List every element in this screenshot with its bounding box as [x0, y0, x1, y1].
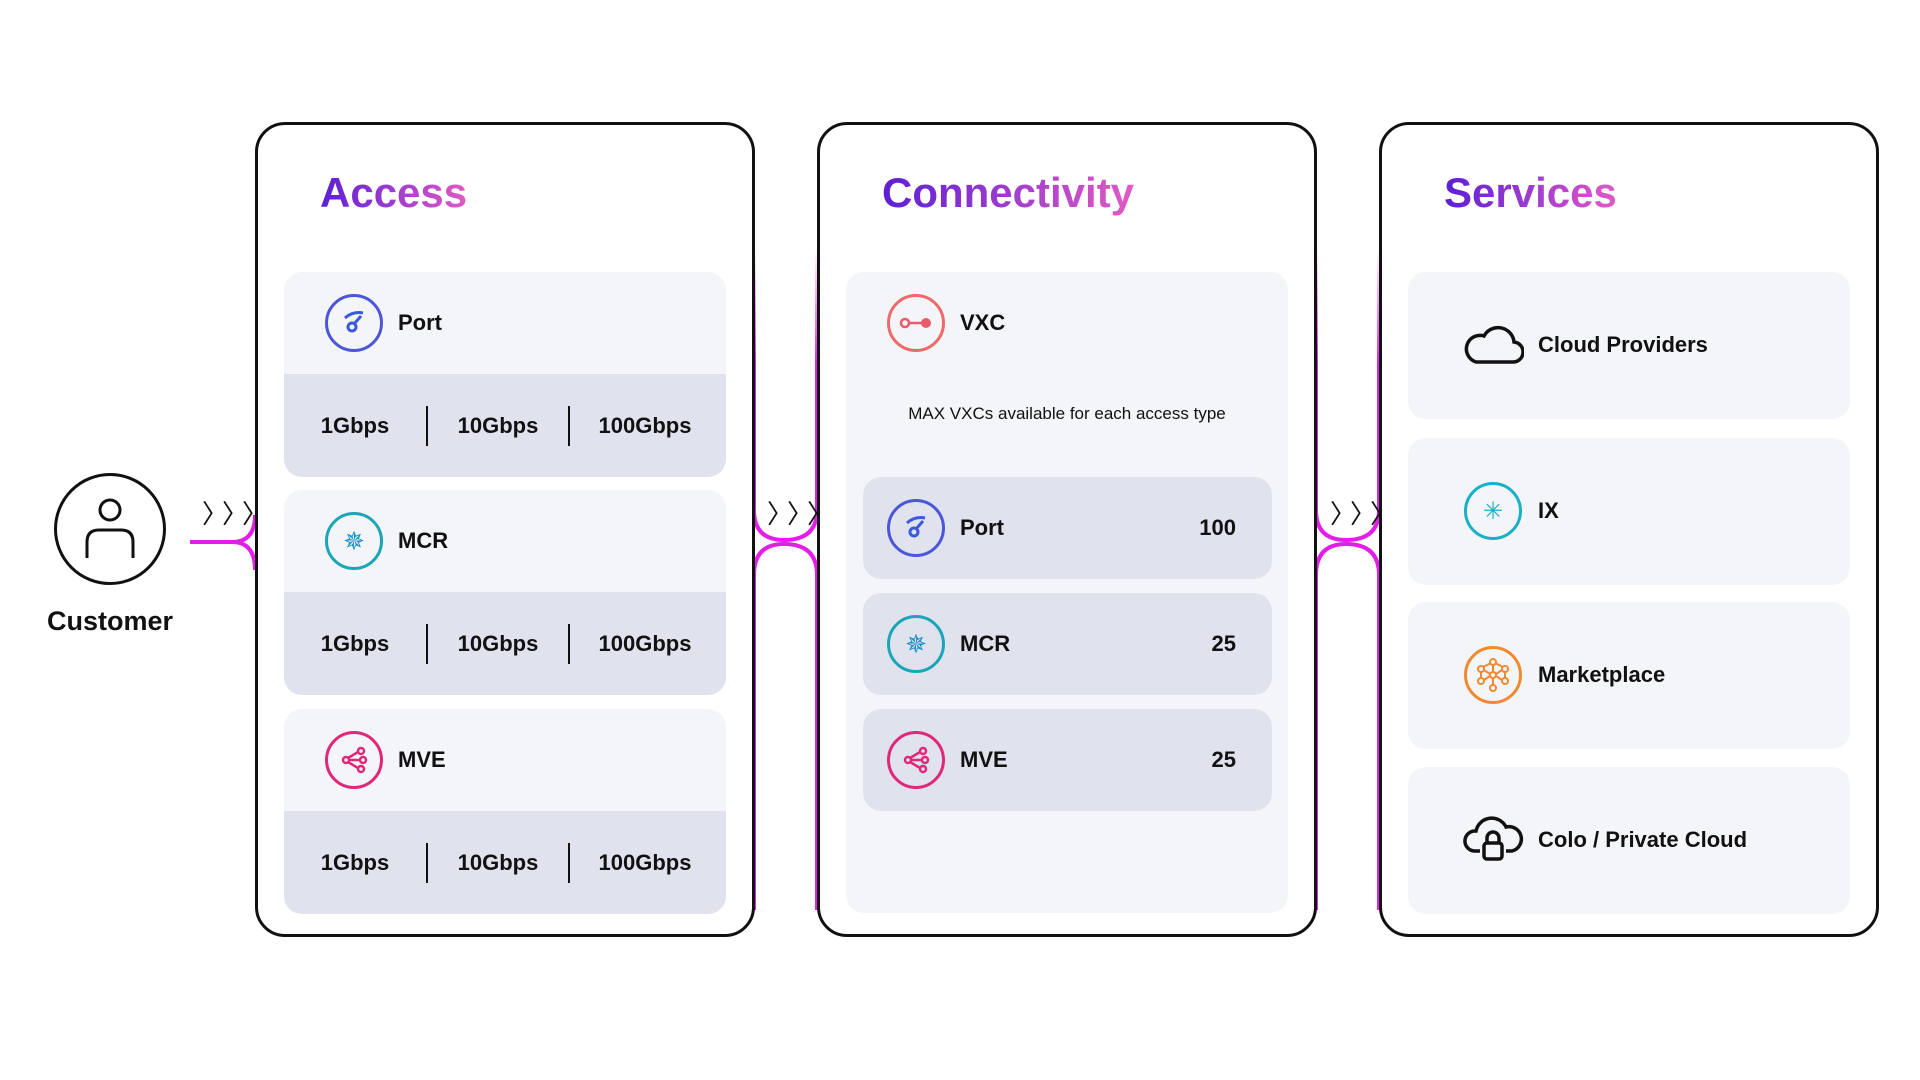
speed-option: 10Gbps	[457, 849, 539, 875]
cloud-icon	[1464, 325, 1524, 364]
speed-option: 100Gbps	[598, 630, 692, 656]
service-label: IX	[1538, 498, 1559, 523]
vxc-row-label: MCR	[960, 631, 1011, 656]
customer-avatar	[54, 473, 166, 585]
speed-option: 1Gbps	[320, 412, 390, 438]
speed-option: 100Gbps	[598, 849, 692, 875]
person-icon	[85, 498, 135, 558]
vxc-row-label: Port	[960, 515, 1004, 540]
speed-option: 100Gbps	[598, 412, 692, 438]
vxc-row-mcr: ✵ MCR 25	[863, 593, 1272, 695]
access-port: Port 1Gbps 10Gbps 100Gbps	[284, 272, 726, 477]
chevrons-icon: 〉〉〉	[202, 499, 268, 529]
vxc-row-mve: MVE 25	[863, 709, 1272, 811]
connectivity-card: Connectivity VXC MAX VXCs available for …	[817, 122, 1317, 937]
network-icon	[1464, 646, 1522, 704]
vxc-label: VXC	[960, 310, 1006, 335]
vxc-max-count: 100	[1199, 515, 1236, 540]
vxc-note: MAX VXCs available for each access type	[908, 404, 1226, 423]
access-mcr: ✵ MCR 1Gbps 10Gbps 100Gbps	[284, 490, 726, 695]
services-title: Services	[1444, 169, 1617, 216]
speedometer-icon	[887, 499, 945, 557]
vxc-max-count: 25	[1211, 747, 1236, 772]
service-cloud-providers: Cloud Providers	[1408, 272, 1850, 419]
service-colo-private-cloud: Colo / Private Cloud	[1408, 767, 1850, 914]
vxc-block: VXC MAX VXCs available for each access t…	[846, 272, 1288, 913]
access-item-label: MVE	[398, 747, 446, 772]
ix-icon: ✳	[1464, 482, 1522, 540]
access-mve: MVE 1Gbps 10Gbps 100Gbps	[284, 709, 726, 914]
service-label: Cloud Providers	[1538, 332, 1708, 357]
share-nodes-icon	[325, 731, 383, 789]
arrows-converge-icon: ✵	[887, 615, 945, 673]
customer-label: Customer	[46, 606, 174, 636]
arrows-converge-icon: ✵	[325, 512, 383, 570]
service-ix: ✳ IX	[1408, 438, 1850, 585]
access-card: Access Port 1Gbps 10Gbps 100Gbps ✵ MCR 1Gb…	[255, 122, 755, 937]
access-title: Access	[320, 169, 468, 216]
speed-option: 10Gbps	[457, 412, 539, 438]
speed-option: 1Gbps	[320, 630, 390, 656]
service-marketplace: Marketplace	[1408, 602, 1850, 749]
service-label: Marketplace	[1538, 662, 1666, 687]
share-nodes-icon	[887, 731, 945, 789]
cloud-lock-icon	[1463, 816, 1524, 861]
connectivity-title: Connectivity	[882, 169, 1135, 216]
vxc-row-port: Port 100	[863, 477, 1272, 579]
vxc-row-label: MVE	[960, 747, 1008, 772]
speed-option: 10Gbps	[457, 630, 539, 656]
vxc-max-count: 25	[1211, 631, 1236, 656]
link-icon	[887, 294, 945, 352]
access-item-label: MCR	[398, 528, 449, 553]
access-item-label: Port	[398, 310, 442, 335]
services-card: Services Cloud Providers ✳ IX Marketplac…	[1379, 122, 1879, 937]
speedometer-icon	[325, 294, 383, 352]
service-label: Colo / Private Cloud	[1538, 827, 1748, 852]
speed-option: 1Gbps	[320, 849, 390, 875]
